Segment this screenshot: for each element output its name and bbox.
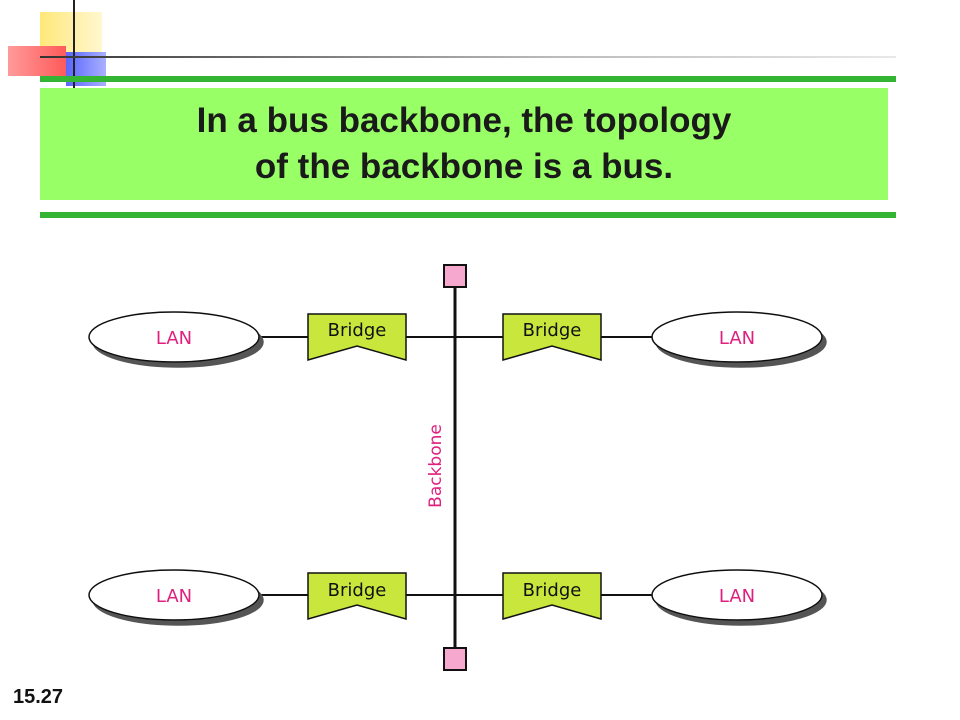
backbone-bottom-terminator: [443, 647, 467, 671]
corner-square-red: [8, 46, 66, 76]
slide-number: 15.27: [13, 686, 64, 708]
lan-top-right: [651, 311, 823, 363]
lan-top-right-label: LAN: [719, 328, 755, 349]
lan-top-left-label: LAN: [156, 328, 192, 349]
lan-bottom-right: [651, 569, 823, 621]
slide-title-line-1: In a bus backbone, the topology: [196, 101, 732, 140]
title-band: In a bus backbone, the topology of the b…: [40, 88, 888, 200]
bridge-bottom-right-label: Bridge: [523, 580, 582, 601]
bridge-bottom-right: [502, 572, 602, 620]
title-top-rule: [40, 76, 896, 82]
bridge-bottom-left-label: Bridge: [328, 580, 387, 601]
backbone-top-terminator: [443, 264, 467, 288]
bridge-top-left-label: Bridge: [328, 320, 387, 341]
corner-vertical-line: [73, 0, 75, 88]
bridge-top-right-label: Bridge: [523, 320, 582, 341]
bridge-top-left: [307, 313, 407, 361]
title-bottom-rule: [40, 212, 896, 218]
lan-top-left: [88, 311, 260, 363]
bridge-bottom-left: [307, 572, 407, 620]
lan-bottom-left: [88, 569, 260, 621]
backbone-label: Backbone: [426, 424, 446, 508]
lan-bottom-right-label: LAN: [719, 586, 755, 607]
lan-bottom-left-label: LAN: [156, 586, 192, 607]
slide-title-line-2: of the backbone is a bus.: [254, 147, 674, 186]
bridge-top-right: [502, 313, 602, 361]
corner-horizontal-line: [40, 56, 896, 58]
